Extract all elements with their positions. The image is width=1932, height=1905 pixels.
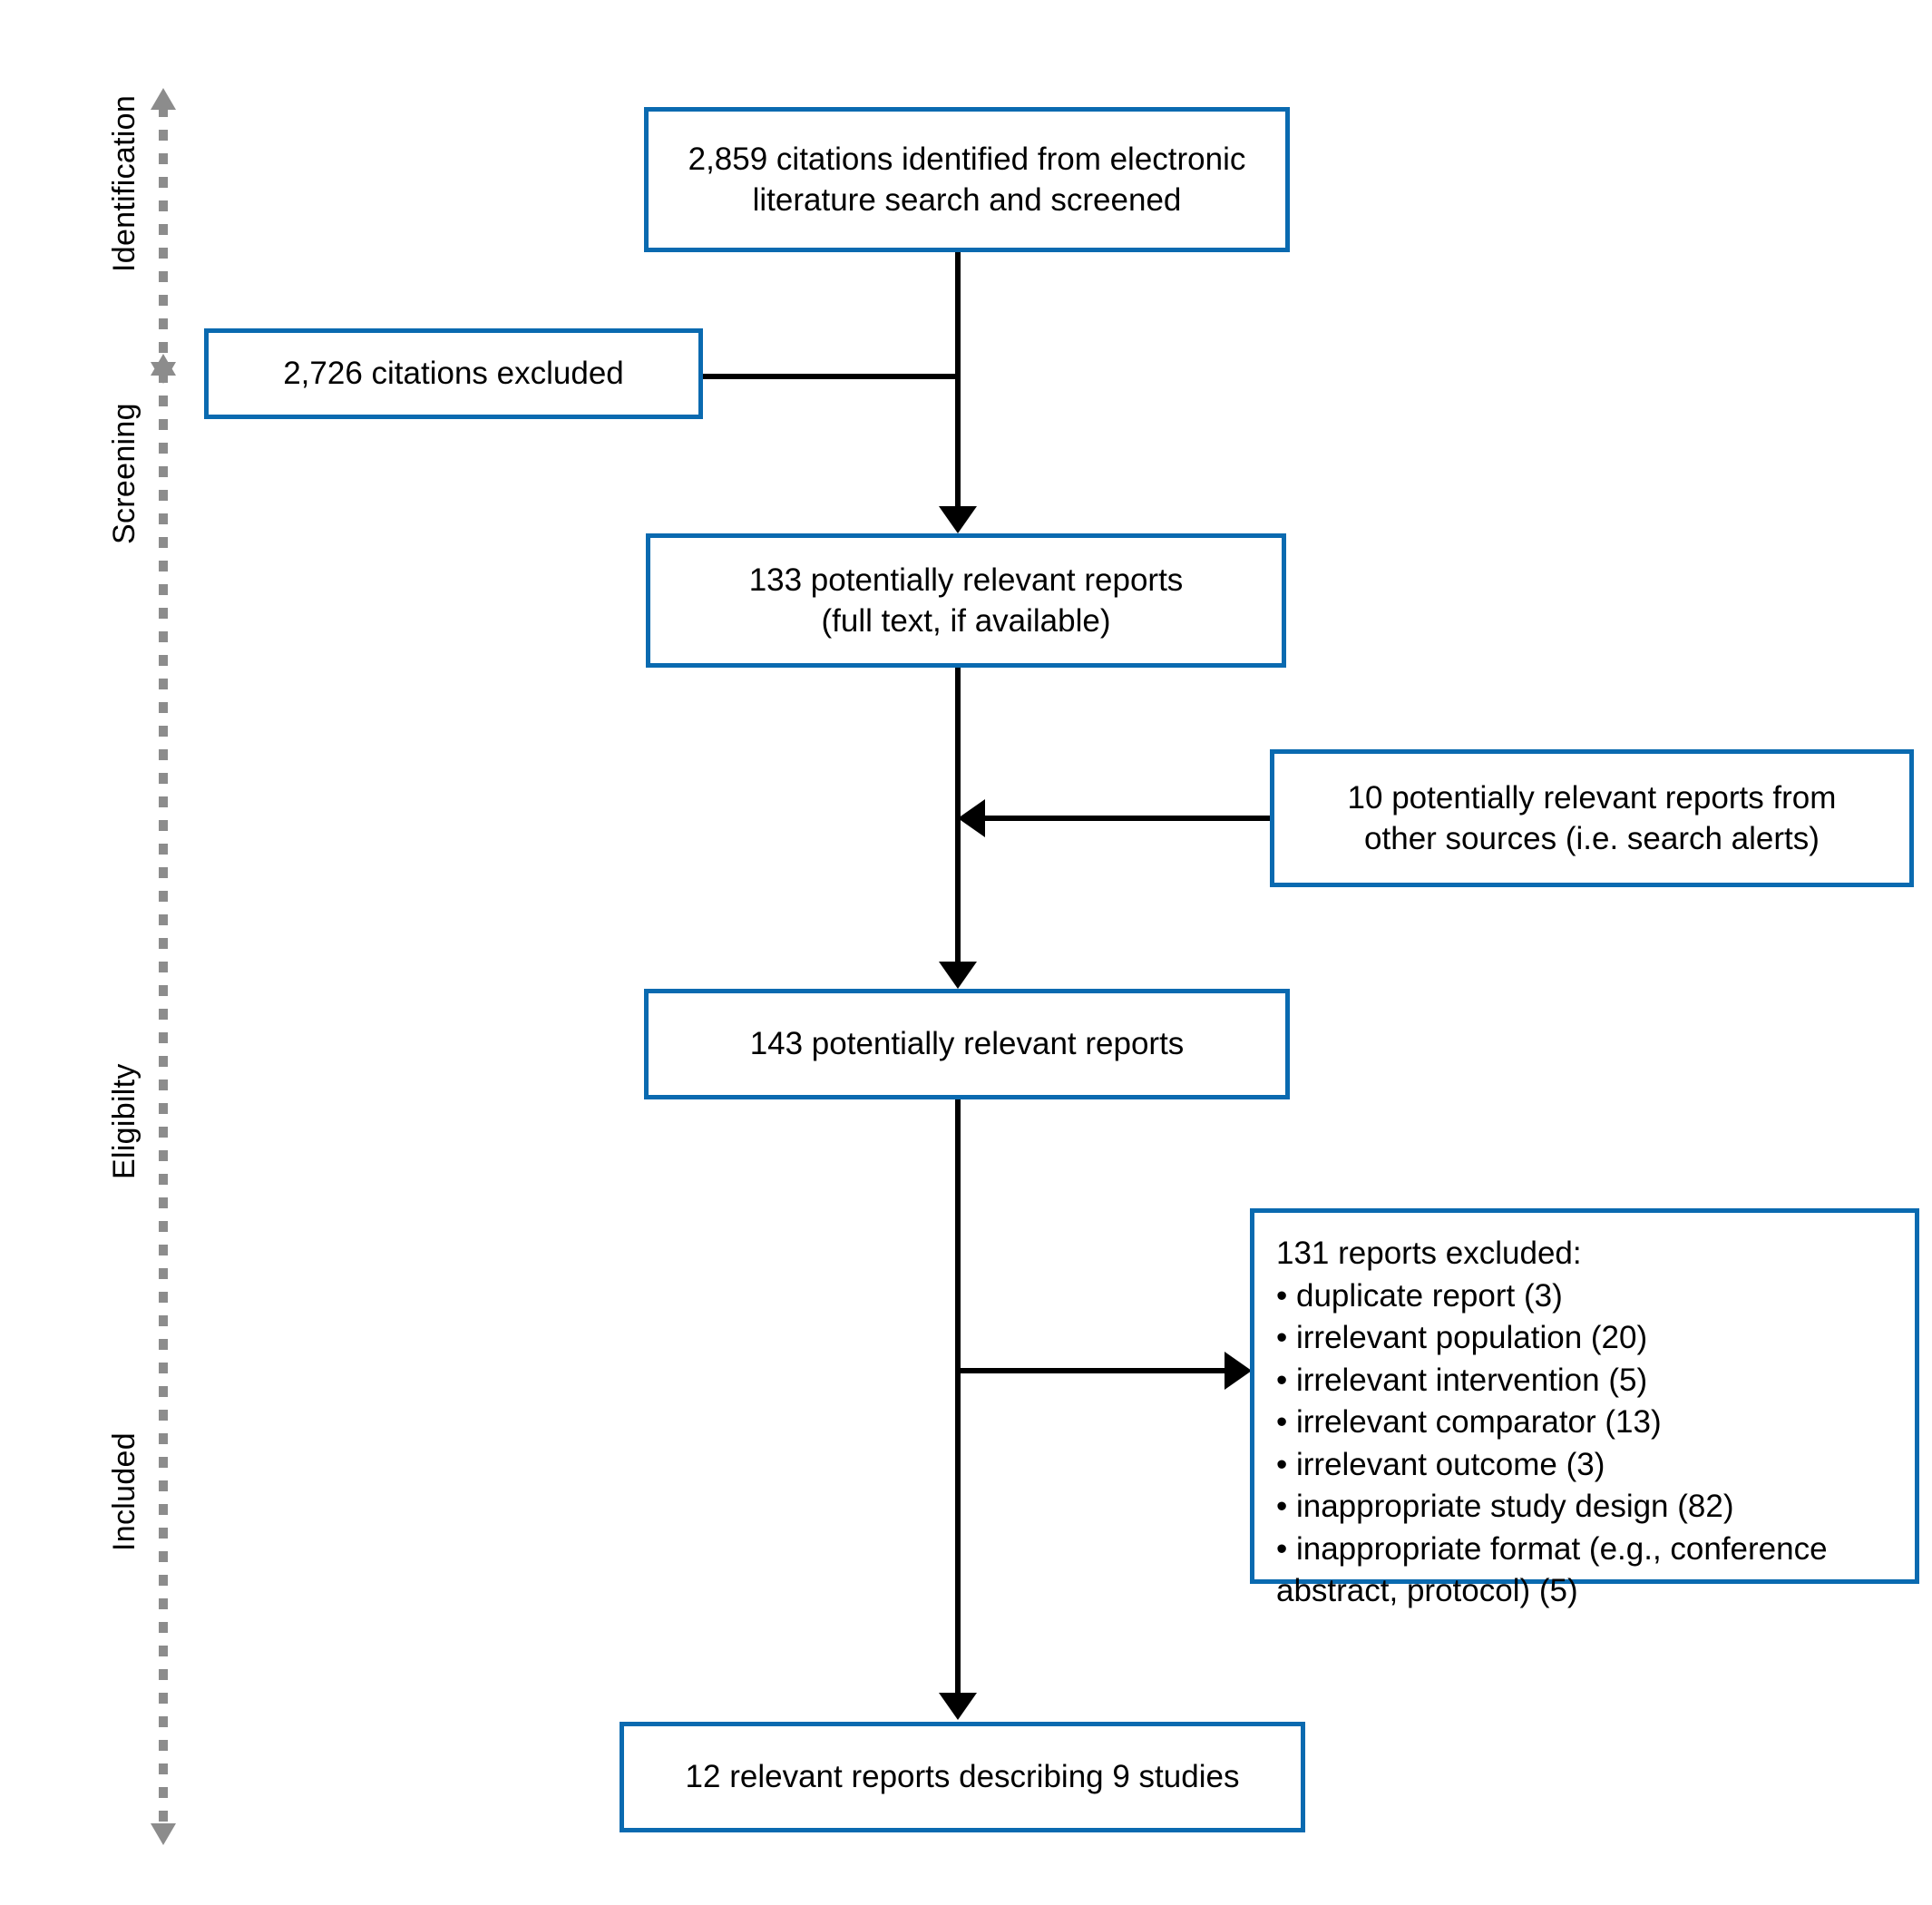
box-full-text-reports: 133 potentially relevant reports (full t… <box>646 533 1286 668</box>
box-included-reports: 12 relevant reports describing 9 studies <box>620 1722 1305 1832</box>
full-text-reports-text: 133 potentially relevant reports (full t… <box>748 562 1184 640</box>
combined-reports-text: 143 potentially relevant reports <box>749 1026 1185 1062</box>
connector-combined-to-included <box>955 1099 961 1698</box>
stage-label-identification: Identification <box>107 94 141 272</box>
arrowhead-down-to-included <box>939 1693 977 1720</box>
screening-range-arrow-icon <box>151 354 176 1845</box>
other-sources-text: 10 potentially relevant reports from oth… <box>1347 779 1837 857</box>
stage-label-screening: Screening <box>107 403 141 544</box>
stage-label-eligibility: Eligibilty <box>107 1063 141 1179</box>
stage-label-included: Included <box>107 1432 141 1551</box>
connector-other-sources-to-trunk <box>985 816 1270 821</box>
citations-identified-text: 2,859 citations identified from electron… <box>688 141 1246 219</box>
citations-excluded-text: 2,726 citations excluded <box>283 356 624 392</box>
reports-excluded-text: 131 reports excluded: • duplicate report… <box>1276 1236 1828 1609</box>
connector-to-reports-excluded <box>958 1368 1230 1373</box>
identification-range-arrow-icon <box>151 88 176 384</box>
stage-rail: Identification Screening Eligibilty Incl… <box>0 0 209 1905</box>
connector-identified-to-fulltext <box>955 252 961 511</box>
box-citations-excluded: 2,726 citations excluded <box>204 328 703 419</box>
arrowhead-down-to-combined <box>939 962 977 989</box>
arrowhead-right-to-reports-excluded <box>1225 1352 1252 1390</box>
arrowhead-left-from-other-sources <box>958 799 985 837</box>
connector-to-citations-excluded <box>551 374 958 379</box>
arrowhead-down-to-fulltext <box>939 506 977 533</box>
box-citations-identified: 2,859 citations identified from electron… <box>644 107 1290 252</box>
box-combined-reports: 143 potentially relevant reports <box>644 989 1290 1099</box>
box-reports-excluded: 131 reports excluded: • duplicate report… <box>1250 1208 1919 1608</box>
included-reports-text: 12 relevant reports describing 9 studies <box>685 1759 1240 1795</box>
box-other-sources: 10 potentially relevant reports from oth… <box>1270 749 1914 887</box>
